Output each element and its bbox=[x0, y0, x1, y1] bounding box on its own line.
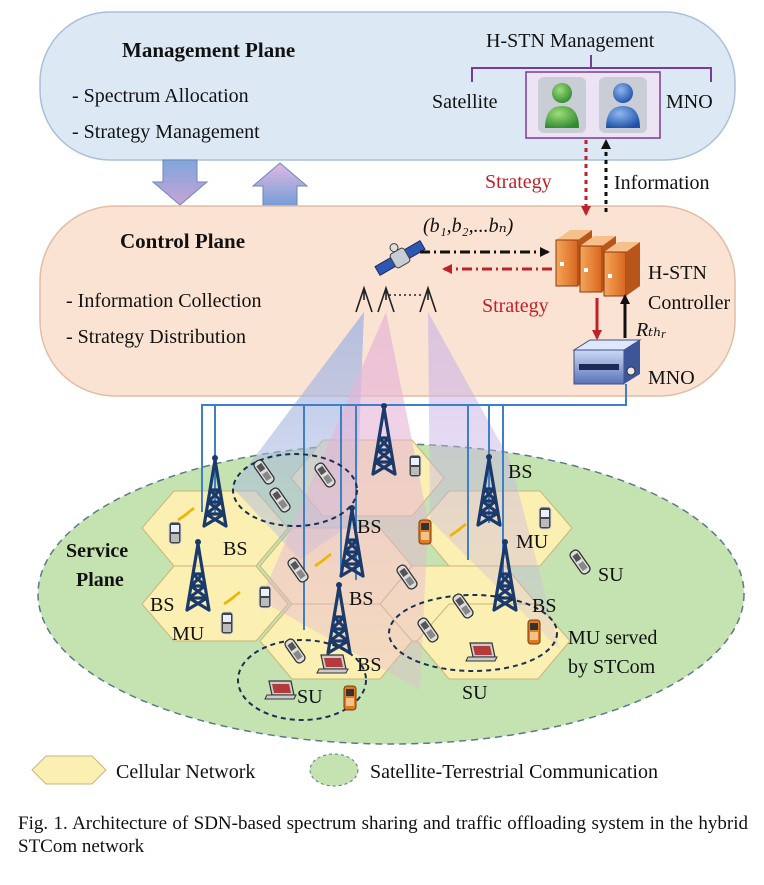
mu-served-label-line2: by STCom bbox=[568, 656, 656, 678]
bs-label-upper-left: BS bbox=[223, 538, 247, 560]
mu-served-label-line1: MU served bbox=[568, 627, 657, 649]
strategy-down-label: Strategy bbox=[485, 171, 552, 193]
hstn-bracket bbox=[471, 55, 712, 82]
sat-report-label: (b₁,b₂,...bₙ) bbox=[423, 215, 514, 237]
control-item-collection: - Information Collection bbox=[66, 290, 262, 312]
mno-router-icon bbox=[572, 339, 642, 385]
smartphone-4 bbox=[258, 585, 272, 609]
control-item-distribution: - Strategy Distribution bbox=[66, 326, 246, 348]
control-title: Control Plane bbox=[120, 229, 245, 253]
legend-stcom-icon bbox=[309, 753, 359, 787]
cell-left-mid bbox=[141, 565, 289, 642]
legend-hexagon-icon bbox=[31, 755, 107, 785]
smartphone-2 bbox=[408, 454, 422, 478]
mno-party-label: MNO bbox=[666, 91, 713, 113]
management-item-strategy: - Strategy Management bbox=[72, 121, 260, 143]
management-title: Management Plane bbox=[122, 38, 295, 62]
mobile-orange-2 bbox=[527, 619, 541, 645]
controller-label-line2: Controller bbox=[648, 292, 731, 314]
legend: Cellular Network Satellite-Terrestrial C… bbox=[31, 753, 658, 787]
su-group-top bbox=[232, 453, 358, 527]
down-block-arrow bbox=[151, 159, 209, 206]
mno-label: MNO bbox=[648, 367, 695, 389]
information-up-label: Information bbox=[614, 172, 710, 194]
figure-caption: Fig. 1. Architecture of SDN-based spectr… bbox=[18, 813, 748, 857]
satellite-party-label: Satellite bbox=[432, 91, 498, 113]
bs-label-right: BS bbox=[532, 595, 556, 617]
service-title-line1: Service bbox=[66, 540, 128, 562]
bs-label-left-mid: BS bbox=[150, 594, 174, 616]
su-group-bottom-right bbox=[388, 594, 558, 672]
up-block-arrow bbox=[251, 162, 309, 209]
smartphone-5 bbox=[220, 611, 234, 635]
hstn-controller-icon bbox=[555, 230, 640, 297]
controller-label-line1: H-STN bbox=[648, 262, 707, 284]
su-group-bottom-left bbox=[237, 639, 367, 721]
bs-label-bottom: BS bbox=[357, 654, 381, 676]
mno-operator-icon bbox=[599, 77, 647, 133]
legend-cellular-label: Cellular Network bbox=[116, 761, 255, 783]
su-label-bottom-mid: SU bbox=[462, 682, 488, 704]
satellite-operator-icon bbox=[538, 77, 586, 133]
smartphone-3 bbox=[538, 506, 552, 530]
bs-label-center-top: BS bbox=[357, 516, 381, 538]
service-title-line2: Plane bbox=[76, 569, 124, 591]
mu-label-left: MU bbox=[172, 623, 205, 645]
satellite-icon bbox=[374, 239, 426, 277]
management-plane: Management Plane - Spectrum Allocation -… bbox=[39, 11, 736, 161]
bs-label-center: BS bbox=[349, 588, 373, 610]
hstn-management-label: H-STN Management bbox=[486, 30, 655, 52]
mobile-orange-1 bbox=[418, 519, 432, 545]
legend-stcom-label: Satellite-Terrestrial Communication bbox=[370, 761, 658, 783]
strategy-to-sat-label: Strategy bbox=[482, 295, 549, 317]
satellite-antennas bbox=[355, 285, 437, 313]
smartphone-1 bbox=[168, 521, 182, 545]
mu-label-right: MU bbox=[516, 531, 549, 553]
management-item-spectrum: - Spectrum Allocation bbox=[72, 85, 249, 107]
su-label-right: SU bbox=[598, 564, 624, 586]
mobile-orange-3 bbox=[343, 685, 357, 711]
bs-label-top-right: BS bbox=[508, 461, 532, 483]
threshold-label: Rₜₕᵣ bbox=[635, 319, 667, 341]
su-label-bottom-left: SU bbox=[297, 686, 323, 708]
